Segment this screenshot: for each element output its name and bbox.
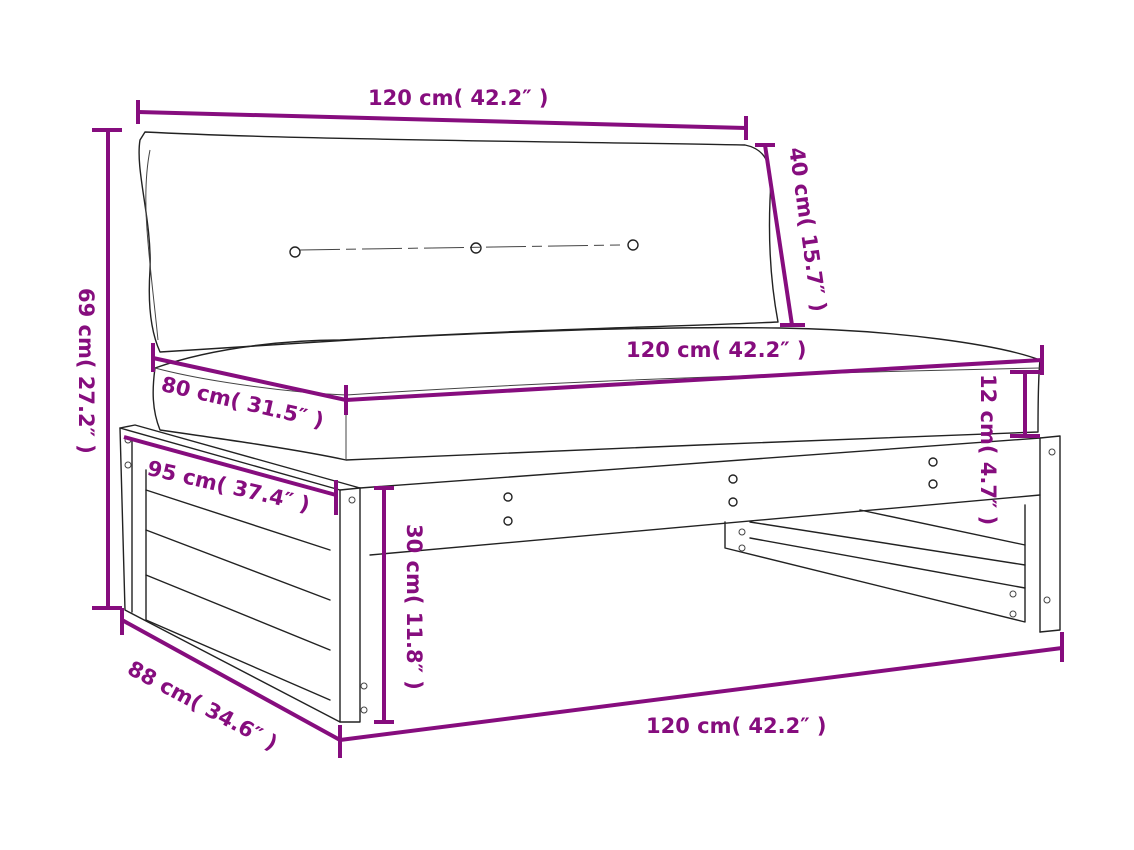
label-backrest-width: 120 cm( 42.2″ )	[368, 86, 549, 110]
label-total-width: 120 cm( 42.2″ )	[646, 714, 827, 738]
label-seat-cushion-height: 12 cm( 4.7″ )	[976, 374, 1000, 526]
frame-left-arm	[119, 424, 368, 723]
frame-body	[359, 435, 1061, 633]
label-seat-height: 30 cm( 11.8″ )	[402, 524, 426, 690]
back-cushion	[138, 131, 779, 353]
label-seat-width: 120 cm( 42.2″ )	[626, 338, 807, 362]
seat-cushion	[152, 326, 1041, 461]
dimension-lines	[92, 100, 1064, 758]
label-total-height: 69 cm( 27.2″ )	[74, 288, 98, 454]
